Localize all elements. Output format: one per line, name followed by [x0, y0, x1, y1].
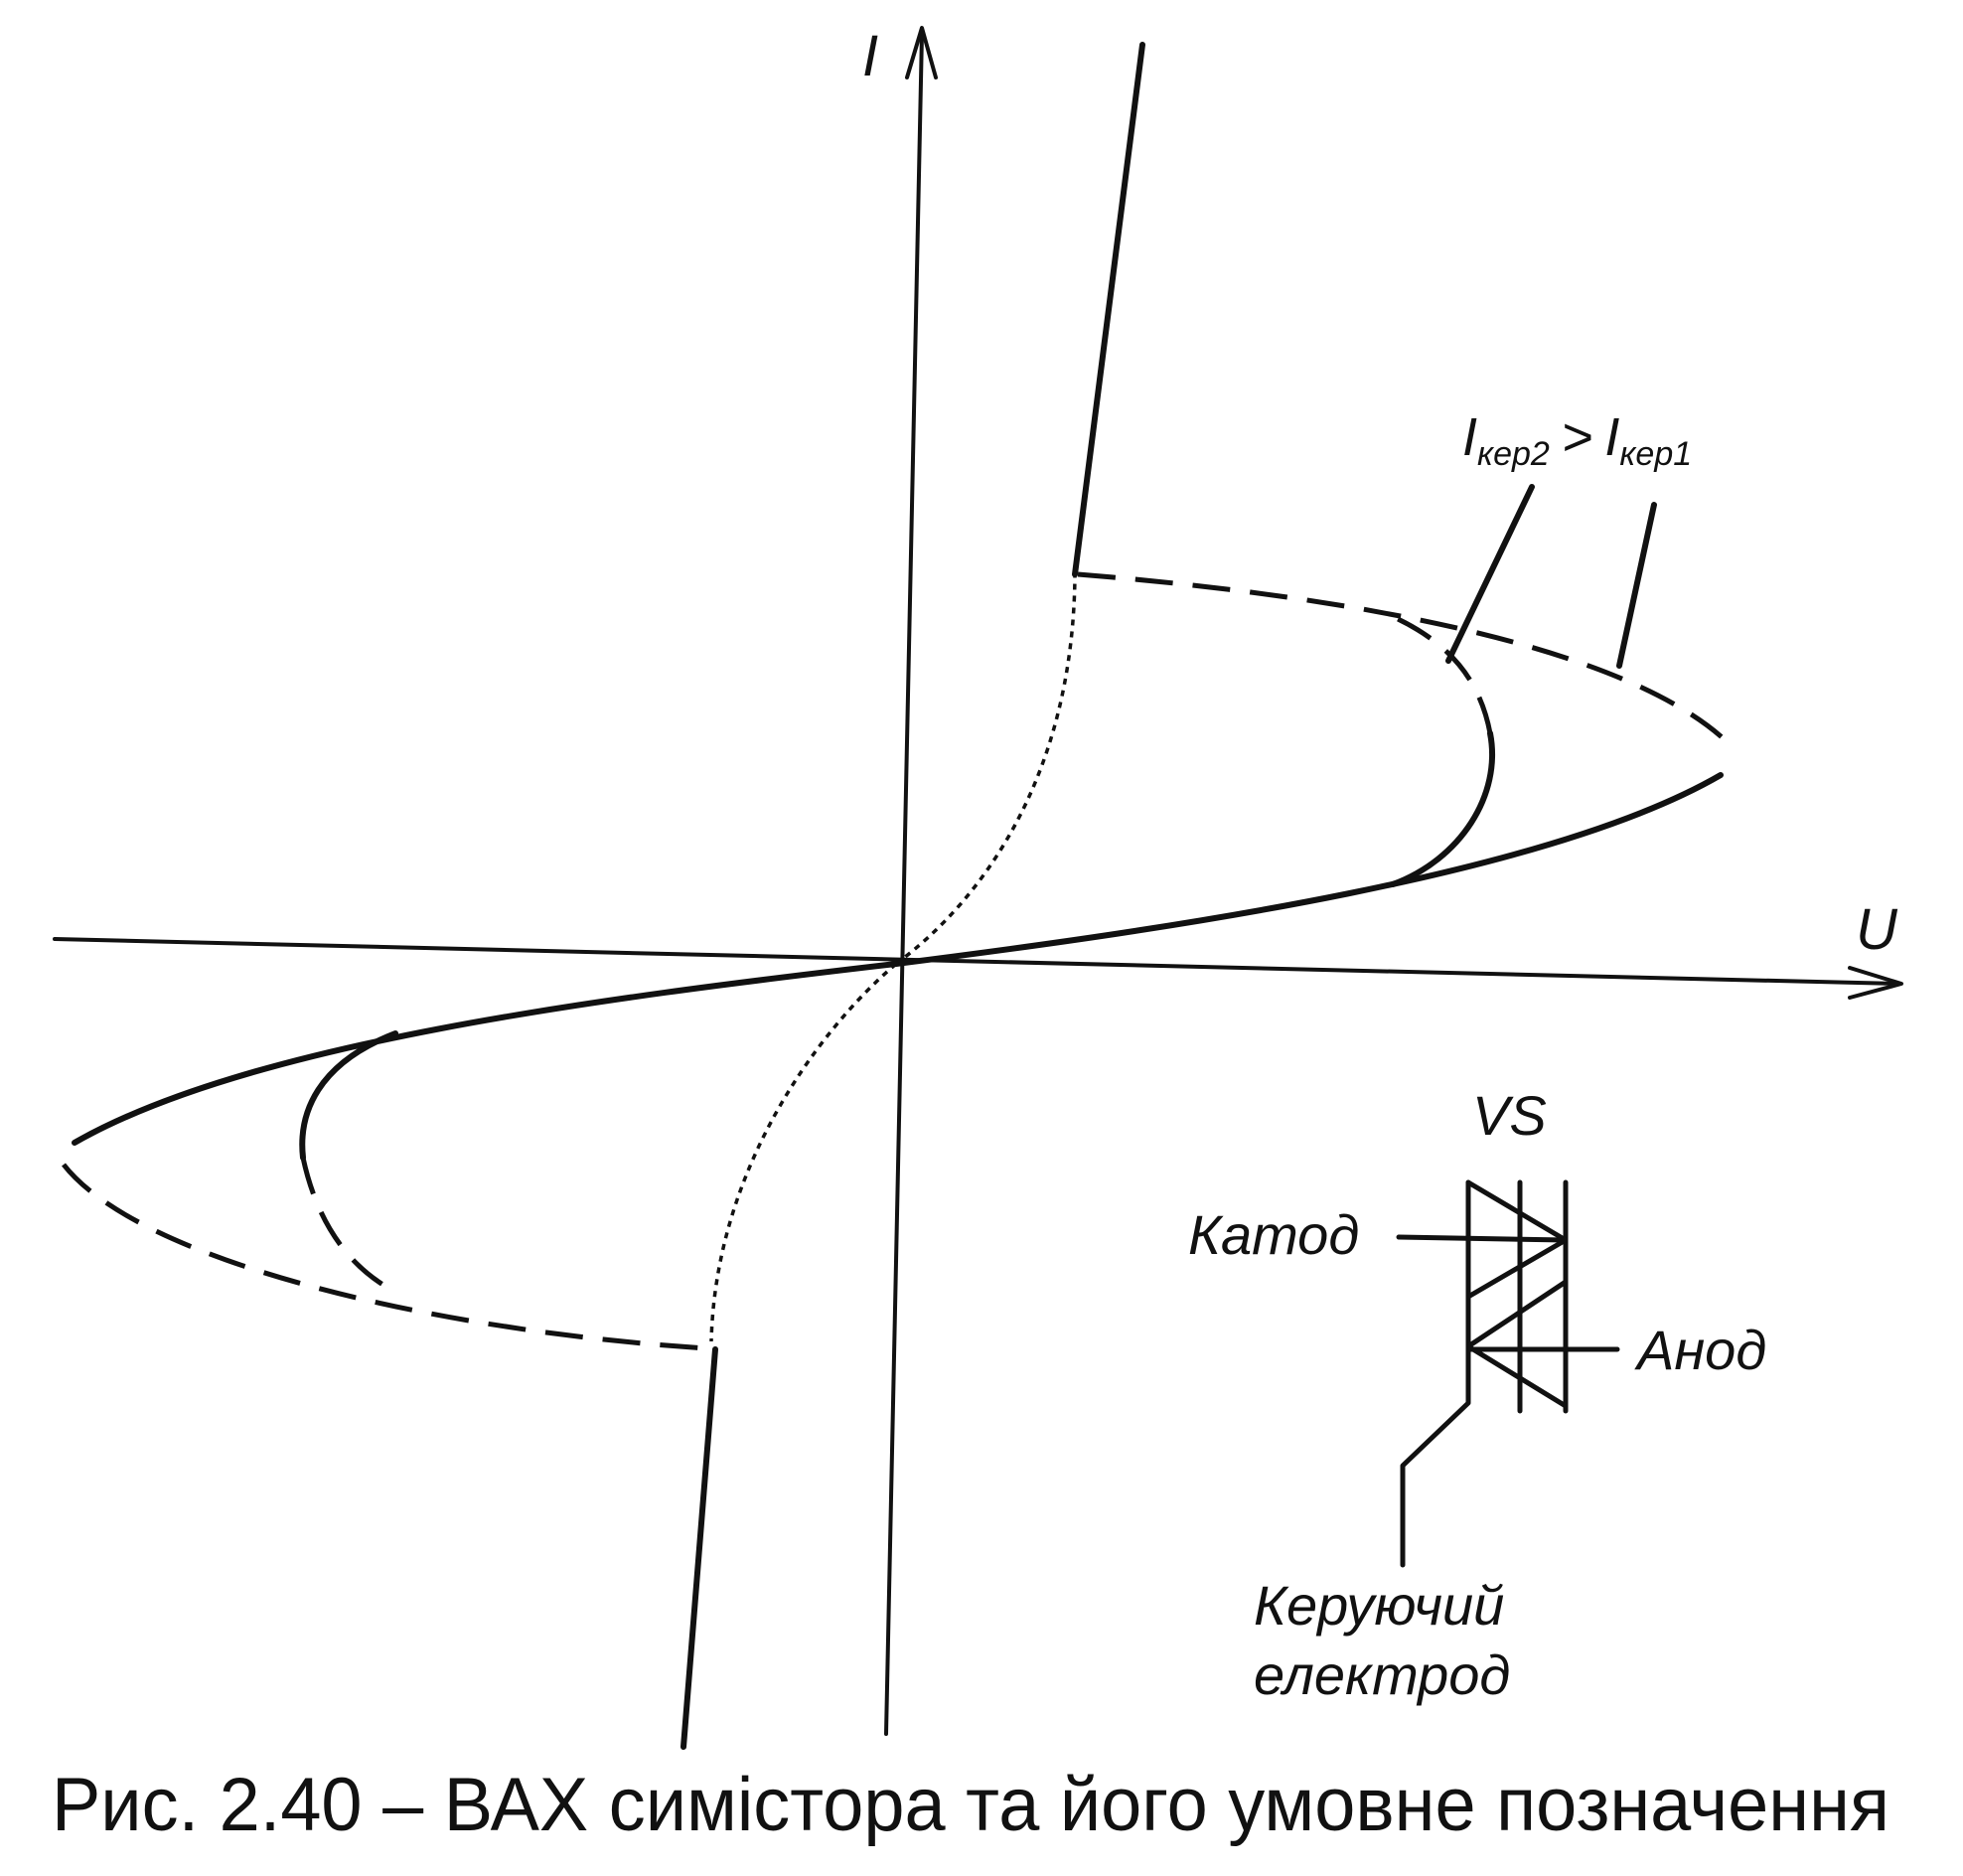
symbol-designation: VS [1472, 1084, 1547, 1147]
ikep2-base: I [1462, 407, 1477, 467]
cathode-label: Катод [1188, 1203, 1359, 1266]
relation-sign: > [1562, 407, 1593, 467]
off-state-curve-ikep1-negative [72, 961, 899, 1146]
voltage-axis-label: U [1856, 897, 1898, 962]
leader-ikep1 [1616, 502, 1657, 669]
dashed-curve-ikep2-positive [1394, 615, 1493, 734]
on-state-line-positive [1072, 42, 1145, 577]
symbol-triangle-lower [1465, 1279, 1569, 1409]
voltage-axis [53, 937, 1899, 986]
on-state-line-negative [680, 1346, 718, 1750]
voltage-axis-arrowhead [1848, 966, 1903, 1000]
gate-lead [1400, 1343, 1471, 1568]
cathode-lead [1396, 1234, 1569, 1243]
triac-symbol: VS Катод Анод Керуючий електрод [1188, 1084, 1766, 1706]
anode-label: Анод [1634, 1319, 1766, 1381]
leader-ikep2 [1445, 484, 1535, 664]
control-current-annotation: Iкер2>Iкер1 [1445, 407, 1692, 669]
gate-label-line1: Керуючий [1254, 1574, 1504, 1637]
dotted-path-positive [894, 575, 1077, 966]
current-axis-arrowhead [905, 26, 938, 79]
axes: I U [53, 24, 1903, 1736]
off-state-curve-ikep2-negative [299, 1030, 398, 1161]
dashed-curve-ikep2-negative [300, 1157, 397, 1295]
dotted-path-negative [709, 962, 898, 1342]
gate-label-line2: електрод [1254, 1643, 1510, 1706]
figure-caption: Рис. 2.40 – ВАХ симістора та його умовне… [52, 1763, 1889, 1847]
ikep2-subscript: кер2 [1477, 435, 1550, 473]
ikep1-base: I [1604, 407, 1619, 467]
off-state-curve-ikep1-positive [893, 772, 1724, 967]
dashed-curve-ikep1-positive [1077, 571, 1733, 747]
ikep1-subscript: кер1 [1619, 435, 1692, 473]
dashed-curve-ikep1-negative [62, 1163, 708, 1351]
control-current-relation: Iкер2>Iкер1 [1462, 407, 1692, 473]
current-axis-label: I [862, 24, 878, 88]
current-axis [884, 32, 924, 1736]
off-state-curve-ikep2-positive [1390, 730, 1495, 887]
iv-curves [62, 42, 1733, 1750]
